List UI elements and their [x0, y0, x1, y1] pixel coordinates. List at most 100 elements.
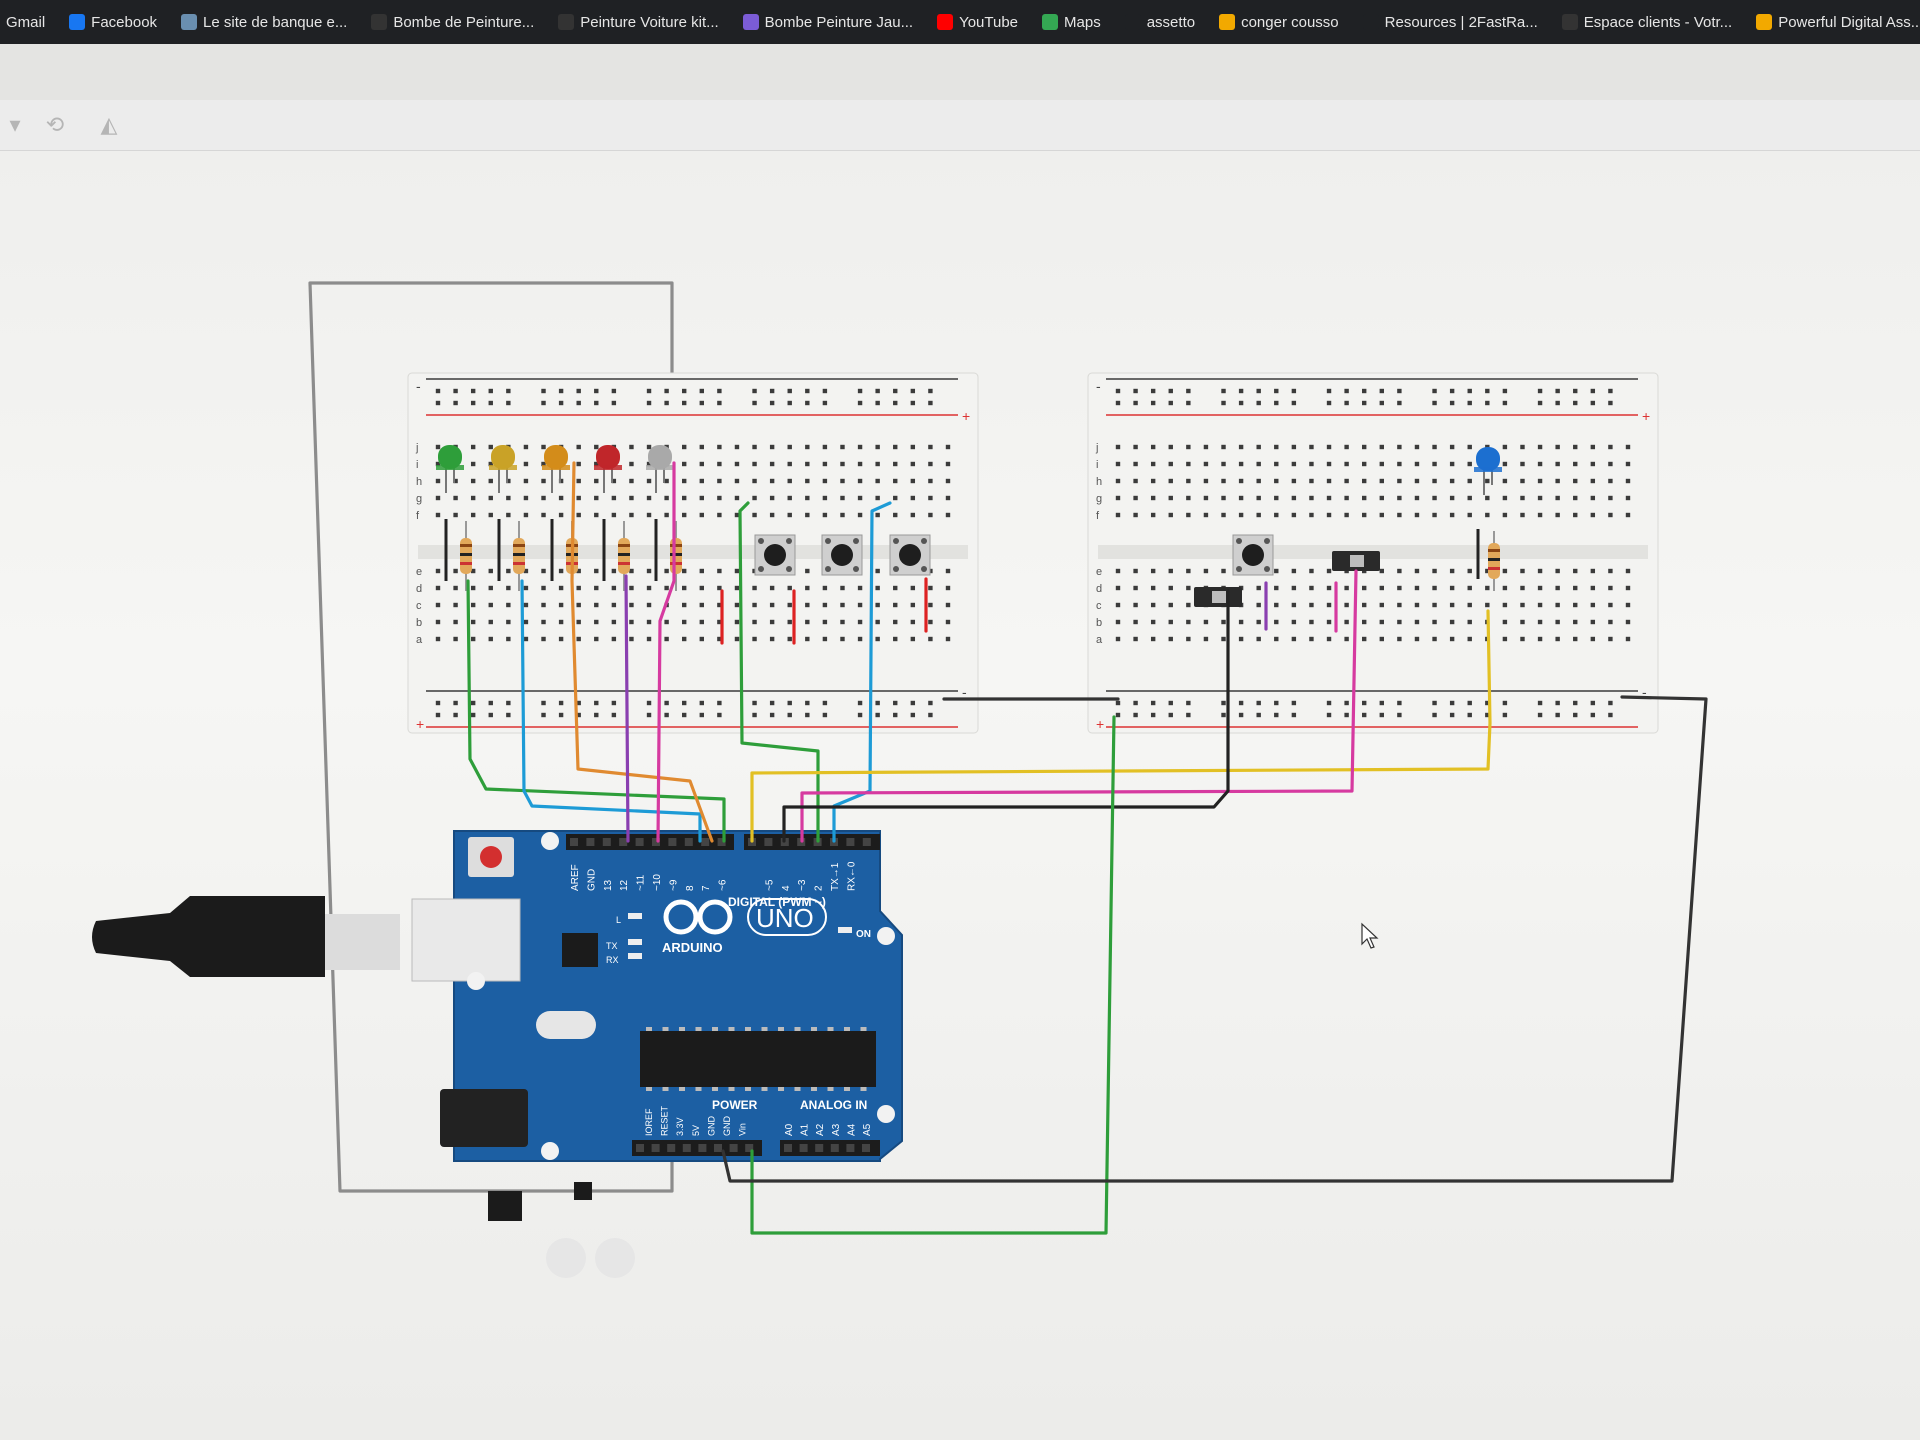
resistor-band — [1488, 558, 1500, 561]
jumper-wire[interactable] — [738, 501, 820, 843]
header-pin[interactable] — [668, 838, 677, 846]
hole — [752, 712, 757, 718]
jumper-wires[interactable] — [466, 461, 1708, 1235]
hole — [1485, 700, 1490, 706]
push-button — [821, 534, 863, 576]
bookmark-item[interactable]: Espace clients - Votr... — [1561, 13, 1733, 31]
header-pin[interactable] — [764, 838, 773, 846]
hole — [1397, 712, 1402, 718]
hole — [893, 636, 898, 642]
hole — [1432, 700, 1437, 706]
header-pin[interactable] — [652, 838, 660, 846]
hole — [629, 444, 634, 450]
jumper-wire[interactable] — [520, 579, 702, 843]
header-pin[interactable] — [784, 1144, 792, 1152]
hole — [1186, 585, 1191, 591]
hole — [1238, 444, 1244, 450]
header-pin[interactable] — [684, 838, 693, 846]
header-pin[interactable] — [799, 1144, 808, 1152]
hole — [1432, 478, 1437, 484]
header-pin[interactable] — [846, 1144, 855, 1152]
header-pin[interactable] — [602, 838, 611, 846]
jumper-wire[interactable] — [782, 589, 1230, 843]
hole — [752, 602, 757, 608]
header-pin[interactable] — [586, 838, 595, 846]
header-pin[interactable] — [636, 1144, 644, 1152]
header-pin[interactable] — [682, 1144, 691, 1152]
header-pin[interactable] — [846, 838, 855, 846]
row-letter: c — [1096, 600, 1102, 612]
hole — [875, 478, 880, 484]
client-icon — [1561, 14, 1578, 30]
bookmark-label: Espace clients - Votr... — [1583, 13, 1733, 31]
header-pin[interactable] — [729, 1144, 738, 1152]
header-pin[interactable] — [830, 1144, 839, 1152]
hole — [1274, 478, 1279, 484]
jumper-wire[interactable] — [750, 609, 1492, 843]
hole — [594, 388, 599, 394]
jumper-wire[interactable] — [656, 461, 676, 843]
header-pin[interactable] — [698, 1144, 707, 1152]
header-pin[interactable] — [862, 1144, 870, 1152]
header-pin[interactable] — [635, 838, 644, 846]
resistor-band — [618, 544, 630, 547]
reset-button[interactable] — [480, 846, 502, 868]
bookmark-item[interactable]: Facebook — [69, 14, 157, 31]
bookmark-item[interactable]: Gmail — [6, 14, 45, 31]
hole — [769, 495, 775, 501]
hole — [629, 585, 634, 591]
header-pin[interactable] — [667, 1144, 676, 1152]
hole — [576, 700, 581, 706]
hole — [1238, 712, 1244, 718]
bookmark-item[interactable]: Bombe Peinture Jau... — [742, 14, 913, 31]
header-pin[interactable] — [815, 1144, 824, 1152]
hole — [1326, 512, 1332, 518]
bank-icon — [181, 14, 198, 30]
dropdown-icon[interactable]: ▾ — [9, 112, 21, 137]
hole — [1221, 388, 1226, 394]
bookmark-item[interactable]: conger cousso — [1219, 14, 1339, 31]
header-pin[interactable] — [862, 838, 871, 846]
wire-grey[interactable] — [308, 281, 674, 1193]
model-badge — [747, 898, 827, 936]
header-pin[interactable] — [714, 1144, 722, 1152]
hole — [558, 495, 564, 501]
jumper-wire[interactable] — [624, 574, 630, 843]
hole — [1150, 400, 1156, 406]
resistor — [460, 521, 472, 591]
jumper-wire[interactable] — [750, 715, 1116, 1235]
bookmark-item[interactable]: Bombe de Peinture... — [371, 14, 534, 31]
header-pin[interactable] — [701, 838, 710, 846]
header-pin[interactable] — [745, 1144, 754, 1152]
header-pin[interactable] — [717, 838, 726, 846]
bookmark-item[interactable]: Peinture Voiture kit... — [558, 14, 719, 31]
jumper-wire[interactable] — [570, 461, 714, 843]
bookmark-item[interactable]: Resources | 2FastRa... — [1362, 14, 1538, 31]
hole — [893, 602, 898, 608]
header-pin[interactable] — [570, 838, 578, 846]
bookmark-item[interactable]: YouTube — [937, 14, 1018, 31]
jumper-wire[interactable] — [466, 579, 726, 843]
hole — [717, 444, 722, 450]
bookmark-item[interactable]: Maps — [1042, 14, 1101, 31]
jumper-wire[interactable] — [800, 569, 1358, 843]
header-pin[interactable] — [619, 838, 628, 846]
hole — [1133, 568, 1138, 574]
bookmark-item[interactable]: Le site de banque e... — [181, 14, 347, 31]
header-pin[interactable] — [651, 1144, 660, 1152]
hole — [1555, 619, 1560, 625]
flip-icon[interactable]: ◭ — [100, 112, 118, 137]
jumper-wire[interactable] — [721, 695, 1708, 1183]
led-body — [648, 445, 672, 469]
hole — [541, 495, 546, 501]
chip-pin — [794, 1027, 801, 1031]
bookmark-item[interactable]: assetto — [1124, 14, 1195, 31]
hole — [1414, 512, 1420, 518]
hole — [1625, 568, 1631, 574]
hole — [1397, 461, 1402, 467]
bookmark-item[interactable]: Powerful Digital Ass... — [1756, 14, 1920, 31]
rotate-icon[interactable]: ⟲ — [45, 112, 65, 137]
jumper-wire[interactable] — [832, 501, 892, 843]
